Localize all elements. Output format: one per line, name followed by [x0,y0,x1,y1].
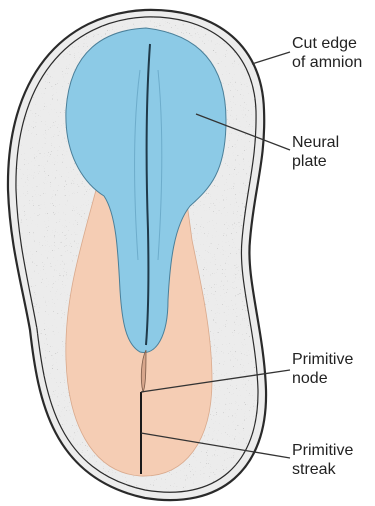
label-node-line-1: Primitive [292,350,353,369]
label-primitive-node: Primitive node [292,350,353,388]
label-neural-plate: Neural plate [292,133,339,171]
label-neural-line-1: Neural [292,133,339,152]
label-primitive-streak: Primitive streak [292,441,353,479]
label-streak-line-2: streak [292,460,353,479]
leader-line-amnion [252,52,290,64]
label-neural-line-2: plate [292,152,339,171]
label-cut-edge-of-amnion: Cut edge of amnion [292,34,362,72]
label-cut-edge-line-2: of amnion [292,53,362,72]
label-cut-edge-line-1: Cut edge [292,34,362,53]
label-node-line-2: node [292,369,353,388]
label-streak-line-1: Primitive [292,441,353,460]
